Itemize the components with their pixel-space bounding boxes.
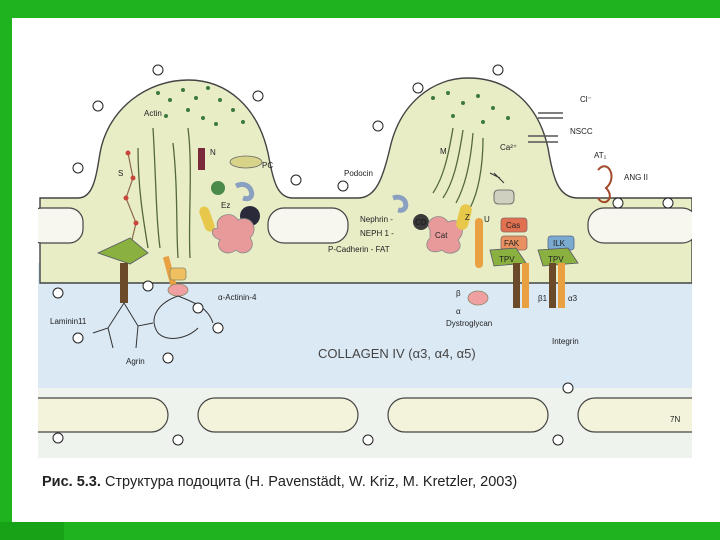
slide-frame-bottom xyxy=(0,522,720,540)
caption-label: Рис. 5.3. xyxy=(42,474,101,490)
actin-dots xyxy=(156,86,510,126)
podocyte-cells xyxy=(39,77,692,284)
label-ilk: ILK xyxy=(553,239,566,248)
cas-box xyxy=(500,217,528,233)
n-protein xyxy=(198,148,205,170)
integrin-alpha3-b xyxy=(558,263,565,308)
ca-channel xyxy=(489,172,505,184)
at1-receptor xyxy=(597,165,613,204)
label-m: M xyxy=(440,147,447,156)
label-ca: Ca²⁺ xyxy=(500,143,517,152)
label-agrin: Agrin xyxy=(126,357,145,366)
caption-text: Структура подоцита (H. Pavenstädt, W. Kr… xyxy=(104,474,518,490)
endothelium-2 xyxy=(197,397,359,433)
label-tpv-2: TPV xyxy=(548,255,564,264)
label-laminin: Laminin11 xyxy=(50,317,87,326)
label-s: S xyxy=(118,169,123,178)
integrin-beta1-b xyxy=(522,263,529,308)
endothelium-3 xyxy=(387,397,549,433)
label-beta: β xyxy=(456,289,461,298)
label-integrin: Integrin xyxy=(552,337,579,346)
podocyte-diagram: Actin S N PC Ez α-Actinin-4 Laminin11 Ag… xyxy=(38,64,692,458)
figure-caption: Рис. 5.3. Структура подоцита (H. Pavenst… xyxy=(42,474,702,490)
actinin-rod xyxy=(199,206,215,232)
label-nscc: NSCC xyxy=(570,127,593,136)
z-protein xyxy=(456,204,472,230)
slit-pore-1 xyxy=(38,207,84,244)
label-cd: CD xyxy=(415,218,427,227)
slide-frame-top xyxy=(0,0,720,18)
label-cl: Cl⁻ xyxy=(580,95,592,104)
cd-protein xyxy=(413,214,429,230)
label-alpha-actinin: α-Actinin-4 xyxy=(218,293,257,302)
pc-protein xyxy=(229,155,263,169)
label-scale: 7N xyxy=(670,415,680,424)
label-beta1: β1 xyxy=(538,294,548,303)
podocin-hook xyxy=(392,194,409,213)
label-pcadherin: P-Cadherin - FAT xyxy=(328,245,390,254)
endothelium-1 xyxy=(38,397,169,433)
anchor-left xyxy=(96,237,149,265)
podocyte-figure: Actin S N PC Ez α-Actinin-4 Laminin11 Ag… xyxy=(38,58,692,458)
alpha-actinin-complex xyxy=(211,214,255,254)
actin-filaments xyxy=(137,127,484,259)
dystroglycan-left-head xyxy=(169,267,187,281)
label-neph1: NEPH 1 - xyxy=(360,229,394,238)
ez-protein xyxy=(211,181,225,195)
label-at1: AT₁ xyxy=(594,151,607,160)
integrin-beta1-a xyxy=(513,263,520,308)
label-cat: Cat xyxy=(435,231,448,240)
label-pc: PC xyxy=(262,161,273,170)
tpv-right xyxy=(537,247,579,267)
laminin-receptor xyxy=(120,263,128,303)
nscc-channels xyxy=(528,112,563,143)
label-fak: FAK xyxy=(504,239,520,248)
label-u: U xyxy=(484,215,490,224)
u-rod xyxy=(475,218,483,268)
label-podocin: Podocin xyxy=(344,169,373,178)
label-alpha: α xyxy=(456,307,461,316)
label-n: N xyxy=(210,148,216,157)
endothelium-4 xyxy=(577,397,692,433)
label-tpv-1: TPV xyxy=(499,255,515,264)
label-collagen: COLLAGEN IV (α3, α4, α5) xyxy=(318,346,476,361)
label-cas: Cas xyxy=(506,221,520,230)
integrin-alpha3-a xyxy=(549,263,556,308)
pc-hook xyxy=(234,181,255,202)
label-ang2: ANG II xyxy=(624,173,648,182)
label-actin: Actin xyxy=(144,109,162,118)
slide-frame-left xyxy=(0,0,12,540)
label-ez: Ez xyxy=(221,201,230,210)
slit-pore-3 xyxy=(587,207,692,244)
label-z: Z xyxy=(465,213,470,222)
cat-complex xyxy=(426,216,463,254)
label-nephrin: Nephrin - xyxy=(360,215,393,224)
slit-pore-2 xyxy=(267,207,349,244)
label-dystroglycan: Dystroglycan xyxy=(446,319,492,328)
slide-frame-corner xyxy=(0,522,64,540)
negative-charge-icon xyxy=(52,64,674,446)
label-alpha3: α3 xyxy=(568,294,578,303)
ca-receptor xyxy=(493,189,515,205)
dystroglycan-left-base xyxy=(167,283,189,297)
dystroglycan-right xyxy=(467,290,489,306)
